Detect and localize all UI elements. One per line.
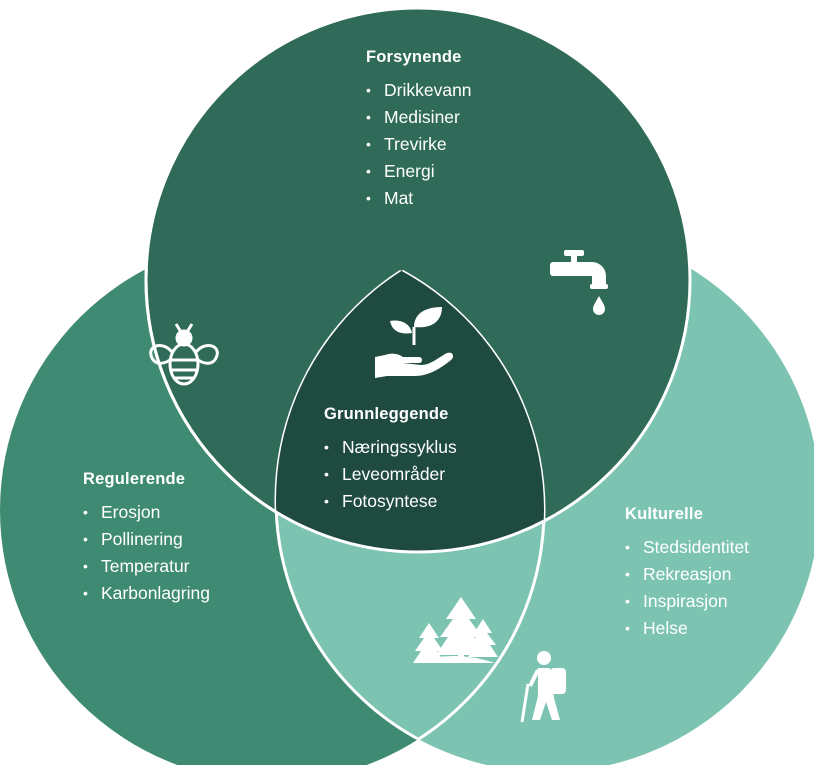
list-item: •Temperatur xyxy=(83,556,190,576)
list-item: •Fotosyntese xyxy=(324,491,438,511)
provisioning-block: Forsynende •Drikkevann •Medisiner •Trevi… xyxy=(366,48,472,212)
bee-icon xyxy=(149,323,219,386)
supporting-list: •Næringssyklus •Leveområder •Fotosyntese xyxy=(324,434,457,515)
water-tap-icon xyxy=(550,250,608,315)
cultural-title: Kulturelle xyxy=(625,505,704,523)
cultural-list: •Stedsidentitet •Rekreasjon •Inspirasjon… xyxy=(625,534,749,642)
list-item: •Næringssyklus xyxy=(324,437,457,457)
regulating-title: Regulerende xyxy=(83,470,186,488)
regulating-list: •Erosjon •Pollinering •Temperatur •Karbo… xyxy=(83,499,210,607)
supporting-block: Grunnleggende •Næringssyklus •Leveområde… xyxy=(324,405,457,515)
list-item: •Energi xyxy=(366,161,435,181)
plant-in-hand-icon xyxy=(375,307,454,378)
list-item: •Mat xyxy=(366,188,414,208)
supporting-title: Grunnleggende xyxy=(324,405,449,423)
regulating-block: Regulerende •Erosjon •Pollinering •Tempe… xyxy=(83,470,210,607)
list-item: •Karbonlagring xyxy=(83,583,210,603)
list-item: •Drikkevann xyxy=(366,80,472,100)
provisioning-title: Forsynende xyxy=(366,48,462,66)
list-item: •Inspirasjon xyxy=(625,591,728,611)
list-item: •Leveområder xyxy=(324,464,446,484)
list-item: •Trevirke xyxy=(366,134,447,154)
list-item: •Pollinering xyxy=(83,529,183,549)
forest-icon xyxy=(413,597,498,663)
cultural-block: Kulturelle •Stedsidentitet •Rekreasjon •… xyxy=(625,505,749,642)
hiker-icon xyxy=(520,651,566,723)
list-item: •Helse xyxy=(625,618,688,638)
provisioning-list: •Drikkevann •Medisiner •Trevirke •Energi… xyxy=(366,77,472,212)
list-item: •Medisiner xyxy=(366,107,460,127)
list-item: •Rekreasjon xyxy=(625,564,732,584)
list-item: •Stedsidentitet xyxy=(625,537,750,557)
list-item: •Erosjon xyxy=(83,502,161,522)
